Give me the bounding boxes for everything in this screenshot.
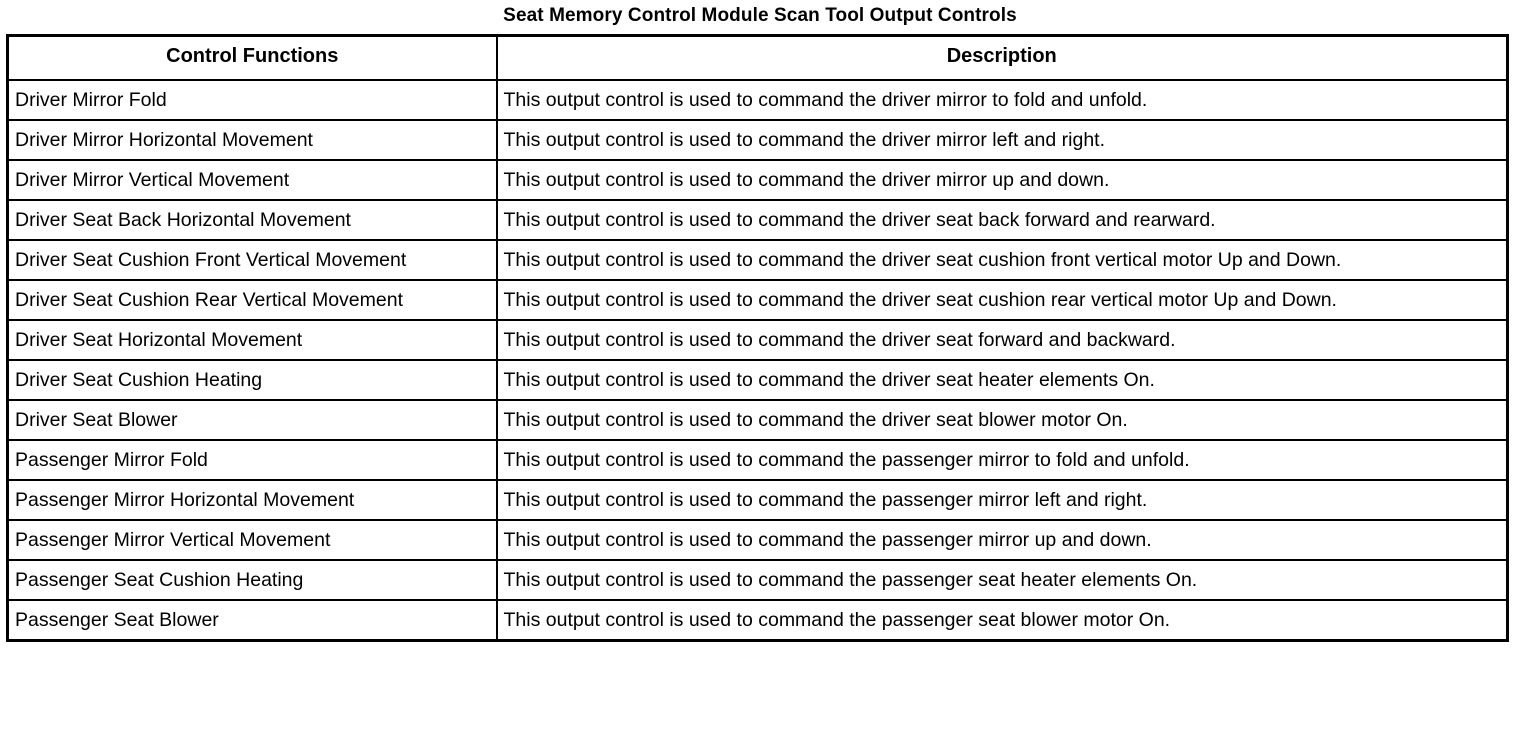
cell-description: This output control is used to command t… — [495, 319, 1509, 361]
cell-description: This output control is used to command t… — [495, 359, 1509, 401]
cell-description: This output control is used to command t… — [495, 79, 1509, 121]
table-container: Control Functions Description Driver Mir… — [0, 34, 1520, 642]
cell-control-function: Driver Seat Cushion Heating — [6, 359, 498, 401]
cell-control-function: Driver Mirror Vertical Movement — [6, 159, 498, 201]
cell-control-function: Passenger Mirror Fold — [6, 439, 498, 481]
column-header-description: Description — [495, 34, 1509, 81]
table-row: Driver Seat Cushion Front Vertical Movem… — [6, 239, 1509, 281]
cell-control-function: Passenger Mirror Vertical Movement — [6, 519, 498, 561]
page-title: Seat Memory Control Module Scan Tool Out… — [503, 5, 1017, 26]
scan-tool-output-controls-table: Control Functions Description Driver Mir… — [6, 34, 1509, 642]
cell-control-function: Driver Mirror Fold — [6, 79, 498, 121]
cell-description: This output control is used to command t… — [495, 399, 1509, 441]
cell-description: This output control is used to command t… — [495, 439, 1509, 481]
cell-control-function: Passenger Seat Blower — [6, 599, 498, 642]
table-row: Driver Seat Cushion Rear Vertical Moveme… — [6, 279, 1509, 321]
cell-description: This output control is used to command t… — [495, 559, 1509, 601]
cell-description: This output control is used to command t… — [495, 159, 1509, 201]
cell-description: This output control is used to command t… — [495, 199, 1509, 241]
cell-control-function: Driver Seat Cushion Front Vertical Movem… — [6, 239, 498, 281]
cell-control-function: Driver Seat Back Horizontal Movement — [6, 199, 498, 241]
cell-description: This output control is used to command t… — [495, 479, 1509, 521]
cell-description: This output control is used to command t… — [495, 119, 1509, 161]
table-header-row: Control Functions Description — [6, 34, 1509, 81]
cell-description: This output control is used to command t… — [495, 519, 1509, 561]
cell-control-function: Driver Seat Blower — [6, 399, 498, 441]
cell-description: This output control is used to command t… — [495, 279, 1509, 321]
cell-control-function: Driver Seat Cushion Rear Vertical Moveme… — [6, 279, 498, 321]
table-header: Control Functions Description — [6, 34, 1509, 81]
cell-description: This output control is used to command t… — [495, 599, 1509, 642]
cell-control-function: Driver Mirror Horizontal Movement — [6, 119, 498, 161]
cell-control-function: Passenger Seat Cushion Heating — [6, 559, 498, 601]
column-header-control-functions: Control Functions — [6, 34, 498, 81]
cell-control-function: Passenger Mirror Horizontal Movement — [6, 479, 498, 521]
cell-control-function: Driver Seat Horizontal Movement — [6, 319, 498, 361]
cell-description: This output control is used to command t… — [495, 239, 1509, 281]
